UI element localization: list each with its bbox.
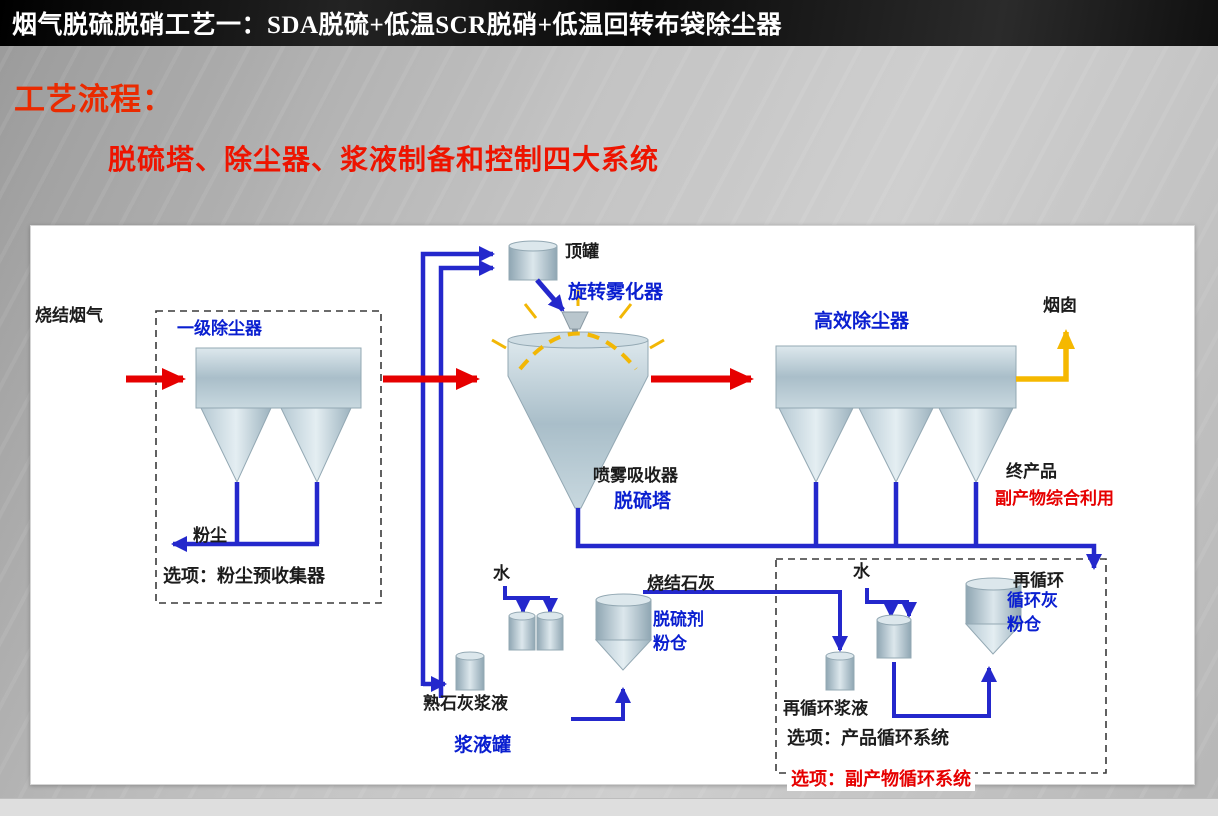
label-primary-collector: 一级除尘器: [177, 319, 262, 338]
label-water-right: 水: [853, 562, 870, 581]
slaked-lime-tank-shape: [455, 651, 485, 691]
label-circ-ash-silo-2: 粉仓: [1007, 615, 1041, 634]
label-option-precollector: 选项：粉尘预收集器: [163, 566, 325, 586]
label-recirculation: 再循环: [1013, 571, 1064, 590]
water-feed-pipes-center: [503, 586, 558, 614]
label-option-byproduct-circ: 选项：副产物循环系统: [787, 768, 975, 791]
baghouse-shape: [775, 345, 1017, 484]
primary-collector-shape: [195, 347, 362, 484]
label-water-center: 水: [493, 564, 510, 583]
label-sinter-flue-gas: 烧结烟气: [35, 306, 103, 325]
slide-title: 烟气脱硫脱硝工艺一：SDA脱硫+低温SCR脱硝+低温回转布袋除尘器: [12, 12, 783, 39]
precollector-option-box: [155, 310, 382, 604]
process-diagram: [126, 240, 1107, 774]
label-recirc-slurry: 再循环浆液: [783, 699, 868, 718]
label-sintered-lime: 烧结石灰: [647, 574, 715, 593]
label-high-eff-collector: 高效除尘器: [814, 311, 910, 332]
desulfurizer-silo-shape: [594, 593, 653, 671]
label-dust: 粉尘: [193, 526, 227, 545]
sintered-lime-pipe: [643, 590, 848, 652]
byproduct-header-pipe: [575, 508, 1102, 570]
baghouse-discharge-pipes: [813, 482, 979, 546]
atomizer-spray: [491, 290, 665, 371]
tank-to-atomizer-arrow: [535, 278, 565, 312]
label-spray-absorber: 喷雾吸收器: [593, 466, 678, 485]
stack-gas-arrow: [1016, 329, 1075, 382]
label-desulfurizer-silo-2: 粉仓: [653, 634, 687, 653]
label-option-product-circ: 选项：产品循环系统: [787, 728, 949, 748]
slurry-transfer-pipe: [571, 687, 631, 721]
mixing-tanks-shape: [508, 611, 564, 651]
label-byproduct-utilization: 副产物综合利用: [991, 488, 1118, 510]
label-desulfurizer-silo-1: 脱硫剂: [653, 610, 704, 629]
heading-four-systems: 脱硫塔、除尘器、浆液制备和控制四大系统: [108, 144, 660, 175]
label-slurry-tank: 浆液罐: [454, 735, 512, 756]
slide-title-bar: 烟气脱硫脱硝工艺一：SDA脱硫+低温SCR脱硝+低温回转布袋除尘器: [0, 0, 1218, 46]
dust-discharge-pipes: [171, 482, 320, 552]
label-circ-ash-silo-1: 循环灰: [1007, 591, 1058, 610]
label-rotary-atomizer: 旋转雾化器: [568, 282, 664, 303]
recirc-tanks-shape: [825, 614, 912, 691]
slide-bottom-band: [0, 798, 1218, 816]
circ-ash-silo-shape: [964, 577, 1023, 655]
label-slaked-lime-slurry: 熟石灰浆液: [423, 694, 508, 713]
label-final-product: 终产品: [1006, 462, 1057, 481]
label-desulfurization-tower: 脱硫塔: [614, 491, 672, 512]
water-feed-pipes-right: [865, 588, 917, 618]
recirc-slurry-pipe: [892, 662, 997, 718]
diagram-panel: 烧结烟气 一级除尘器 粉尘 选项：粉尘预收集器 顶罐 旋转雾化器 喷雾吸收器 脱…: [30, 225, 1195, 791]
heading-process-flow: 工艺流程：: [14, 82, 174, 117]
slurry-feed-pipes: [420, 246, 495, 698]
label-chimney: 烟囱: [1043, 296, 1077, 315]
label-top-tank: 顶罐: [565, 242, 599, 261]
top-tank-shape: [508, 240, 558, 281]
